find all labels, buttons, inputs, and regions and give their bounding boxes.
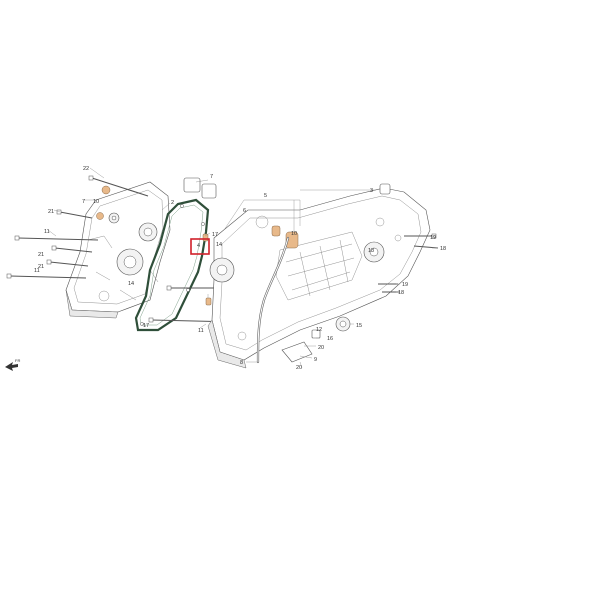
dowel-pins	[183, 177, 217, 306]
callout-7: 7	[210, 174, 213, 180]
callout-labels: 22 7 10 21 11 21 21 11 2 7 17 4 14 14 17…	[34, 166, 446, 371]
callout-19: 19	[402, 282, 408, 288]
callout-9: 9	[314, 357, 317, 363]
part-4-highlight-box	[190, 238, 210, 255]
callout-5: 5	[264, 193, 267, 199]
callout-11: 11	[34, 268, 40, 274]
front-marker-label: FR	[15, 358, 20, 363]
callout-21: 21	[38, 252, 44, 258]
callout-19: 19	[430, 235, 436, 241]
callout-21: 21	[48, 209, 54, 215]
callout-8: 8	[240, 360, 243, 366]
callout-12: 12	[316, 327, 322, 333]
callout-18: 18	[368, 248, 374, 254]
callout-10: 10	[291, 231, 297, 237]
callout-15: 15	[356, 323, 362, 329]
crankcase-gasket	[134, 198, 210, 332]
callout-14: 14	[128, 281, 134, 287]
left-crankcase	[65, 181, 171, 319]
callout-17: 17	[212, 232, 218, 238]
callout-18: 18	[440, 246, 446, 252]
callout-20: 20	[296, 365, 302, 371]
callout-20: 20	[318, 345, 324, 351]
callout-10: 10	[93, 199, 99, 205]
breather-hose	[256, 236, 290, 364]
callout-6: 6	[243, 208, 246, 214]
callout-16: 16	[327, 336, 333, 342]
front-arrow-icon	[5, 362, 18, 371]
callout-11: 11	[198, 328, 204, 334]
right-side-small-parts	[281, 183, 439, 363]
callout-14: 14	[216, 242, 222, 248]
callout-11: 11	[44, 229, 50, 235]
callout-7: 7	[82, 199, 85, 205]
leader-lines	[47, 167, 438, 369]
callout-4: 4	[197, 243, 200, 249]
front-direction-marker: FR	[5, 358, 20, 371]
callout-22: 22	[83, 166, 89, 172]
callout-2: 2	[171, 200, 174, 206]
callout-3: 3	[370, 188, 373, 194]
callout-17: 17	[143, 323, 149, 329]
left-side-bolts	[6, 175, 149, 279]
right-crankcase	[207, 187, 431, 369]
callout-21: 21	[38, 264, 44, 270]
callout-18: 18	[398, 290, 404, 296]
